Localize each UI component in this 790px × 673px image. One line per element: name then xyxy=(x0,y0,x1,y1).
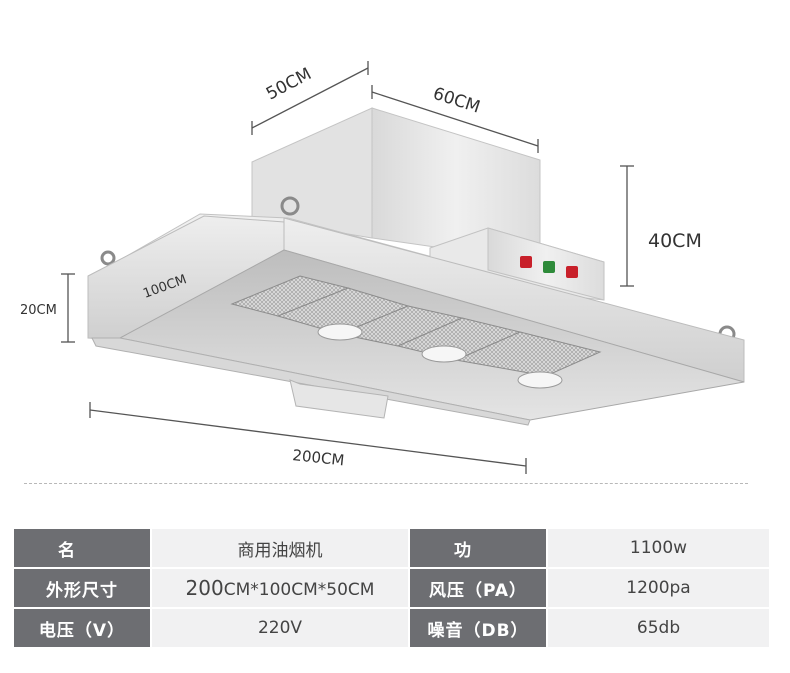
spec-label-voltage: 电压（V） xyxy=(12,607,152,649)
dimension-lines xyxy=(61,61,634,474)
lamp-icon xyxy=(317,323,563,389)
dim-label-height-hood: 20CM xyxy=(20,303,57,318)
table-row: 名 称 商用油烟机 功 率 1100w xyxy=(12,527,771,569)
spec-label-size: 外形尺寸 xyxy=(12,567,152,609)
red-indicator-icon xyxy=(520,256,532,268)
table-row: 电压（V） 220V 噪音（DB） 65db xyxy=(12,607,771,649)
green-indicator-icon xyxy=(543,261,555,273)
grease-filter xyxy=(230,275,602,377)
oil-cup xyxy=(289,379,389,419)
spec-label-power: 功 率 xyxy=(408,527,548,569)
dim-label-width-top: 60CM xyxy=(430,84,482,118)
dim-label-length-hood: 200CM xyxy=(292,446,346,469)
red-indicator-icon xyxy=(566,266,578,278)
spec-value-size: 200CM*100CM*50CM xyxy=(150,567,410,609)
dashed-separator xyxy=(24,483,748,484)
spec-table: 名 称 商用油烟机 功 率 1100w 外形尺寸 200CM*100CM*50C… xyxy=(12,527,771,649)
spec-label-name: 名 称 xyxy=(12,527,152,569)
spec-value-power: 1100w xyxy=(546,527,771,569)
spec-value-voltage: 220V xyxy=(150,607,410,649)
table-row: 外形尺寸 200CM*100CM*50CM 风压（PA） 1200pa xyxy=(12,567,771,609)
spec-label-noise: 噪音（DB） xyxy=(408,607,548,649)
spec-value-pressure: 1200pa xyxy=(546,567,771,609)
range-hood-diagram: 50CM 60CM 40CM 100CM 20CM 200CM xyxy=(20,61,745,474)
dim-label-height-box: 40CM xyxy=(648,230,702,252)
dim-label-depth-top: 50CM xyxy=(263,64,315,104)
spec-value-noise: 65db xyxy=(546,607,771,649)
spec-value-name: 商用油烟机 xyxy=(150,527,410,569)
spec-value-size-rest: CM*100CM*50CM xyxy=(223,580,375,600)
spec-value-size-lead: 200 xyxy=(185,576,224,600)
spec-label-pressure: 风压（PA） xyxy=(408,567,548,609)
